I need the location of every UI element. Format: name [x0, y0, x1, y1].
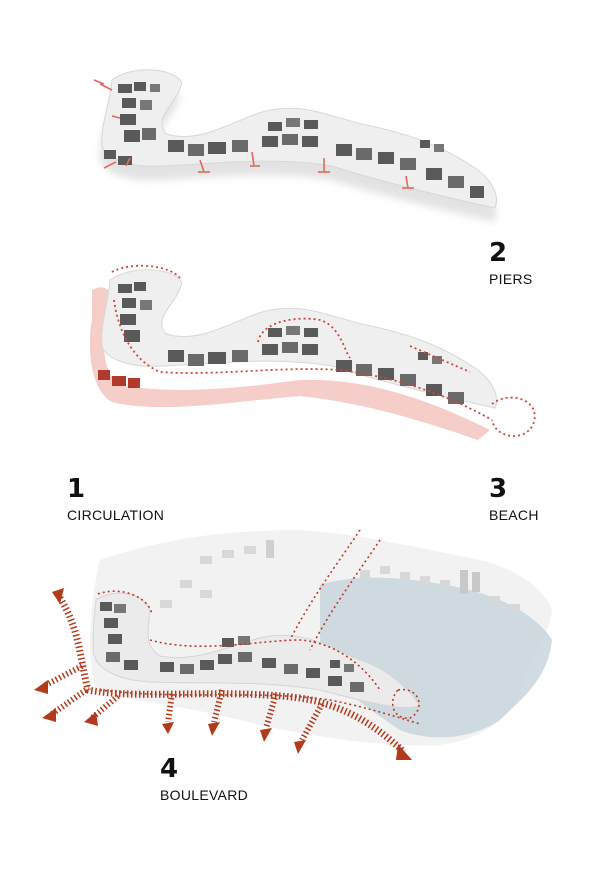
diagram-caption: BOULEVARD: [160, 787, 249, 803]
label-beach: 3 BEACH: [489, 476, 539, 522]
diagram-caption: CIRCULATION: [67, 507, 165, 523]
diagram-number: 2: [489, 238, 508, 268]
diagram-number: 1: [67, 474, 86, 504]
buildings: [118, 282, 464, 404]
label-piers: 2 PIERS: [489, 240, 533, 286]
boulevard-arrows: [42, 596, 407, 755]
label-boulevard: 4 BOULEVARD: [160, 756, 248, 802]
dotted-outline: [111, 264, 536, 437]
beach-band: [89, 287, 491, 440]
label-circulation: 1 CIRCULATION: [67, 476, 164, 522]
diagram-caption: BEACH: [489, 507, 539, 523]
buildings: [100, 602, 364, 692]
pier-markers: [93, 79, 414, 189]
buildings: [104, 82, 484, 198]
beach-highlight: [98, 370, 140, 388]
arrow-heads: [34, 588, 412, 760]
land-strip: [101, 69, 497, 209]
diagram-number: 4: [160, 754, 179, 784]
diagram-number: 3: [489, 474, 508, 504]
land-strip: [101, 269, 497, 409]
diagram-caption: PIERS: [489, 271, 533, 287]
context-buildings: [160, 540, 520, 612]
